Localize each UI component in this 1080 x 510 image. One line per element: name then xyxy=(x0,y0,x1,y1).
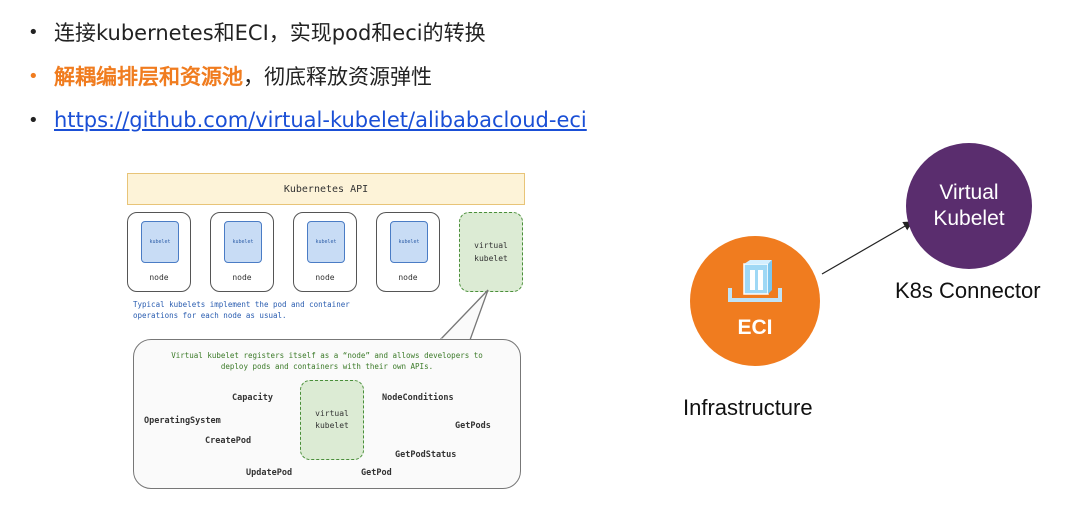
api-node-conditions: NodeConditions xyxy=(382,393,454,403)
api-create-pod: CreatePod xyxy=(205,436,252,446)
bullet-item-1: • 连接kubernetes和ECI，实现pod和eci的转换 xyxy=(28,10,587,54)
kubelet-box: kubelet xyxy=(390,221,428,263)
api-operating-system: OperatingSystem xyxy=(144,416,221,426)
api-get-pod: GetPod xyxy=(361,468,392,478)
bullet-dot: • xyxy=(28,65,39,87)
bullet-text: ，彻底释放资源弹性 xyxy=(243,65,432,89)
eci-circle: ECI xyxy=(690,236,820,366)
virtual-kubelet-circle: Virtual Kubelet xyxy=(906,143,1032,269)
github-link[interactable]: https://github.com/virtual-kubelet/aliba… xyxy=(54,108,587,132)
eci-container-icon xyxy=(728,260,782,302)
bullet-text: 连接kubernetes和ECI，实现pod和eci的转换 xyxy=(54,21,486,45)
node-box: kubelet node xyxy=(376,212,440,292)
kubernetes-api-bar: Kubernetes API xyxy=(127,173,525,205)
bullet-list: • 连接kubernetes和ECI，实现pod和eci的转换 • 解耦编排层和… xyxy=(28,10,587,142)
kubelet-box: kubelet xyxy=(224,221,262,263)
bullet-dot: • xyxy=(28,109,39,131)
api-get-pod-status: GetPodStatus xyxy=(395,450,457,460)
node-box: kubelet node xyxy=(210,212,274,292)
virtual-kubelet-bubble: Virtual kubelet registers itself as a “n… xyxy=(133,339,521,489)
infrastructure-label: Infrastructure xyxy=(683,395,813,420)
node-box: kubelet node xyxy=(293,212,357,292)
bullet-item-3: • https://github.com/virtual-kubelet/ali… xyxy=(28,98,587,142)
virtual-kubelet-inner: virtual kubelet xyxy=(300,380,364,460)
virtual-kubelet-box: virtual kubelet xyxy=(459,212,523,292)
bullet-dot: • xyxy=(28,21,39,43)
api-capacity: Capacity xyxy=(232,393,273,403)
api-update-pod: UpdatePod xyxy=(246,468,293,478)
node-label: node xyxy=(149,273,169,282)
eci-label: ECI xyxy=(737,316,773,339)
node-label: node xyxy=(315,273,335,282)
highlight-text: 解耦编排层和资源池 xyxy=(54,65,243,89)
bubble-note: Virtual kubelet registers itself as a “n… xyxy=(171,351,483,371)
node-box: kubelet node xyxy=(127,212,191,292)
node-label: node xyxy=(232,273,252,282)
kubelet-box: kubelet xyxy=(307,221,345,263)
bullet-item-2: • 解耦编排层和资源池 ，彻底释放资源弹性 xyxy=(28,54,587,98)
node-label: node xyxy=(398,273,418,282)
kubelet-box: kubelet xyxy=(141,221,179,263)
api-get-pods: GetPods xyxy=(455,421,491,431)
k8s-connector-label: K8s Connector xyxy=(895,278,1041,303)
typical-kubelets-note: Typical kubelets implement the pod and c… xyxy=(133,300,350,320)
